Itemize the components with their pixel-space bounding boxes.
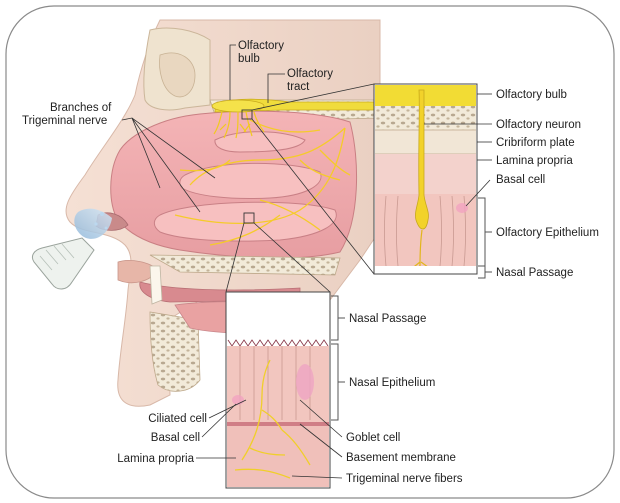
label-lamina-propria-lower: Lamina propria [117, 453, 194, 465]
olfactory-tract-line2: tract [287, 81, 310, 93]
label-goblet-cell: Goblet cell [346, 432, 400, 444]
label-olfactory-neuron: Olfactory neuron [496, 119, 581, 131]
olfactory-bulb-line2: bulb [238, 53, 260, 65]
olfactory-bulb-line1: Olfactory [238, 40, 284, 52]
label-nasal-passage-upper: Nasal Passage [496, 267, 573, 279]
inset-respiratory [226, 292, 330, 488]
label-basal-cell-lower: Basal cell [151, 432, 200, 444]
label-nasal-epithelium: Nasal Epithelium [349, 377, 435, 389]
label-trigeminal-fibers: Trigeminal nerve fibers [346, 473, 463, 485]
label-nasal-passage-lower: Nasal Passage [349, 313, 426, 325]
label-olfactory-epithelium: Olfactory Epithelium [496, 227, 599, 239]
label-cribriform-plate: Cribriform plate [496, 137, 575, 149]
olfactory-bulb-shape [212, 100, 264, 112]
olfactory-tract-line1: Olfactory [287, 68, 333, 80]
tooth [150, 266, 162, 304]
trigeminal-line1: Branches of [50, 102, 112, 114]
trigeminal-line2: Trigeminal nerve [22, 115, 107, 127]
label-ciliated-cell: Ciliated cell [148, 413, 207, 425]
label-basal-cell-upper: Basal cell [496, 174, 545, 186]
label-basement-membrane: Basement membrane [346, 452, 456, 464]
label-lamina-propria-upper: Lamina propria [496, 155, 573, 167]
label-inset-olfactory-bulb: Olfactory bulb [496, 89, 567, 101]
inset-olfactory [374, 84, 477, 274]
